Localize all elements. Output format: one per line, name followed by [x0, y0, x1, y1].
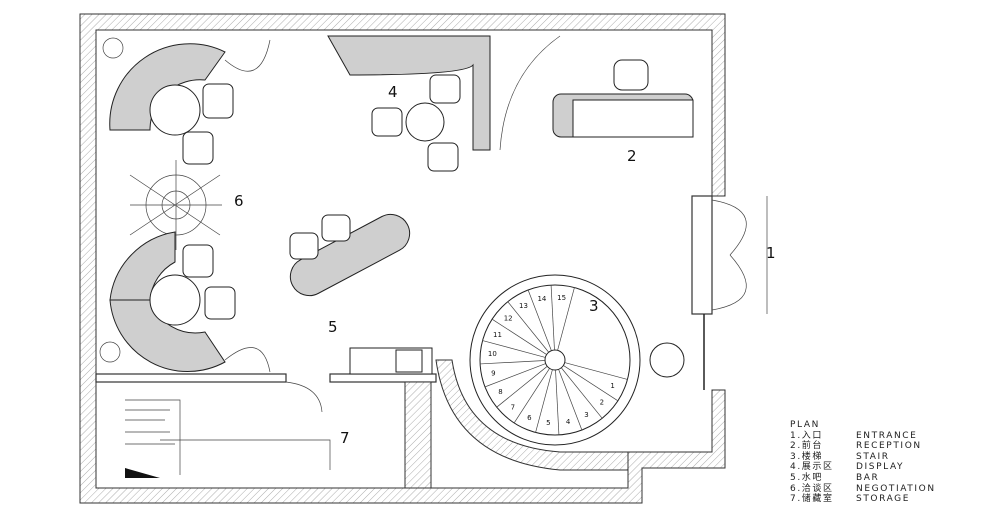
- negotiation-area-outline: [224, 39, 271, 373]
- stair-step-number: 14: [537, 295, 546, 303]
- stair-tread: [482, 340, 546, 358]
- stair-step-number: 2: [600, 399, 604, 407]
- stair-tread: [557, 287, 575, 351]
- stair-step-number: 9: [491, 370, 495, 378]
- stair-step-number: 6: [527, 414, 532, 422]
- stair-tread: [558, 369, 583, 431]
- stair-step-number: 8: [498, 388, 502, 396]
- zone-label-6: 6: [234, 192, 244, 210]
- stair-tread: [563, 365, 619, 402]
- stair-step-number: 15: [557, 294, 566, 302]
- stair-tread: [550, 285, 555, 351]
- stair-tread: [496, 366, 548, 408]
- stair-tread: [513, 368, 550, 424]
- stair-step-number: 7: [511, 403, 515, 411]
- stair-tread: [480, 360, 546, 365]
- zone-label-3: 3: [589, 297, 599, 315]
- curved-sofa-bottom: [99, 231, 236, 372]
- legend-title: PLAN: [790, 420, 820, 430]
- stair-step-number: 10: [488, 350, 497, 358]
- display-counter: [327, 35, 491, 172]
- storage-stair: [125, 399, 331, 478]
- reception-desk: [499, 35, 694, 151]
- stair-step-number: 3: [584, 411, 588, 419]
- stair-tread: [535, 369, 553, 433]
- stair-tread: [491, 318, 547, 355]
- stair-step-number: 4: [566, 418, 571, 426]
- stair-tread: [564, 362, 628, 380]
- stair-step-number: 5: [546, 419, 550, 427]
- stair-step-number: 11: [493, 331, 502, 339]
- bar-island: [289, 213, 411, 297]
- zone-label-2: 2: [627, 147, 637, 165]
- zone-label-5: 5: [328, 318, 338, 336]
- stair-step-number: 13: [519, 302, 528, 310]
- stair-tread: [527, 289, 552, 351]
- zone-label-7: 7: [340, 429, 350, 447]
- stair-step-number: 1: [610, 382, 614, 390]
- stair-tread: [555, 369, 560, 435]
- stair-tread: [507, 301, 549, 353]
- stair-tread: [484, 363, 546, 388]
- stair-step-number: 12: [504, 314, 513, 322]
- stair-tread: [561, 367, 603, 419]
- zone-label-1: 1: [766, 244, 776, 262]
- zone-label-4: 4: [388, 83, 398, 101]
- curved-sofa-top: [102, 37, 234, 165]
- entrance-door[interactable]: [691, 195, 768, 390]
- interior-partition: [95, 347, 629, 489]
- plant-icon: [129, 160, 222, 250]
